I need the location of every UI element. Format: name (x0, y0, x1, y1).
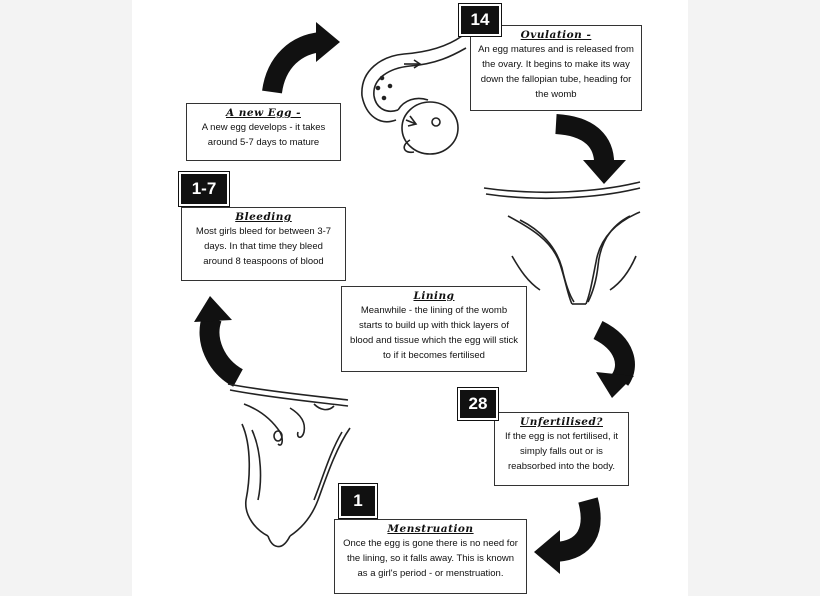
right-margin (688, 0, 820, 596)
bleeding-box: Bleeding Most girls bleed for between 3-… (181, 207, 346, 281)
new-egg-description: A new egg develops - it takes around 5-7… (201, 122, 326, 148)
ovulation-title: Ovulation - (520, 29, 592, 41)
cycle-arrow-icon (593, 321, 635, 398)
unfertilised-title: Unfertilised? (520, 416, 603, 428)
new-egg-title: A new Egg - (225, 107, 301, 119)
menstruation-box: Menstruation Once the egg is gone there … (334, 519, 527, 594)
day-badge-bleeding: 1-7 (178, 171, 230, 207)
lining-box: Lining Meanwhile - the lining of the wom… (341, 286, 527, 372)
uterus-drawing (483, 181, 641, 305)
bleeding-title: Bleeding (235, 211, 292, 223)
unfertilised-description: If the egg is not fertilised, it simply … (504, 431, 618, 472)
ovulation-description: An egg matures and is released from the … (478, 44, 634, 100)
cycle-arrow-icon (555, 114, 626, 184)
cycle-arrow-icon (534, 497, 601, 574)
bleeding-description: Most girls bleed for between 3-7 days. I… (195, 226, 332, 267)
uterus-drawing (227, 383, 351, 548)
new-egg-box: A new Egg - A new egg develops - it take… (186, 103, 341, 161)
day-badge-unfertilised: 28 (457, 387, 499, 421)
lining-title: Lining (413, 290, 455, 302)
cycle-arrow-icon (262, 22, 340, 94)
day-badge-ovulation: 14 (458, 3, 502, 37)
menstruation-description: Once the egg is gone there is no need fo… (343, 538, 518, 579)
cycle-arrow-icon (194, 296, 244, 387)
ovary-drawing (361, 35, 467, 155)
ovulation-box: Ovulation - An egg matures and is releas… (470, 25, 642, 111)
left-margin (0, 0, 132, 596)
menstruation-title: Menstruation (387, 523, 474, 535)
unfertilised-box: Unfertilised? If the egg is not fertilis… (494, 412, 629, 486)
day-badge-menstruation: 1 (338, 483, 378, 519)
lining-description: Meanwhile - the lining of the womb start… (350, 305, 518, 361)
